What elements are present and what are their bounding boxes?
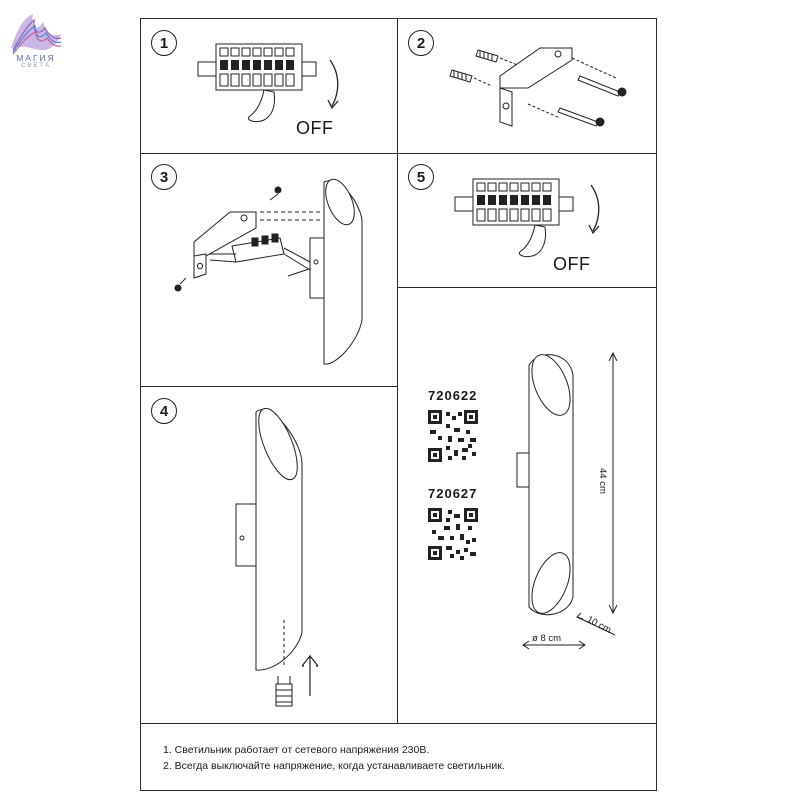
depth-dimension <box>576 612 616 636</box>
screw-icon <box>174 186 282 292</box>
step-4b-number: 4 <box>151 398 177 424</box>
step-1-number: 1 <box>151 30 177 56</box>
off-label-step-5: OFF <box>553 254 591 274</box>
hand-icon <box>519 224 546 258</box>
mounted-lamp-diagram <box>235 407 319 707</box>
divider <box>397 287 657 288</box>
width-dimension <box>522 640 586 650</box>
model-code-2: 720627 <box>428 486 478 501</box>
divider <box>140 723 657 724</box>
terminal-block-icon <box>209 233 311 271</box>
circuit-breaker-icon <box>454 178 600 258</box>
height-dimension <box>608 351 618 615</box>
up-arrow-icon <box>301 654 319 696</box>
diameter-dimension-label: ø 8 cm <box>532 633 562 644</box>
qr-code-icon[interactable] <box>428 410 478 462</box>
brand-subtitle: СВЕТА <box>21 63 51 69</box>
lamp-icon <box>309 178 363 365</box>
bracket-icon <box>499 47 573 127</box>
divider <box>140 153 657 154</box>
bracket-mounting-diagram <box>449 47 627 127</box>
rotation-arrow-icon <box>590 184 600 232</box>
step-3-number: 3 <box>151 164 177 190</box>
step-4-number: 5 <box>408 164 434 190</box>
divider <box>140 386 397 387</box>
bulb-icon <box>275 676 293 707</box>
safety-notes: 1. Светильник работает от сетевого напря… <box>163 742 505 774</box>
note-2: 2. Всегда выключайте напряжение, когда у… <box>163 760 505 772</box>
model-code-1: 720622 <box>428 388 478 403</box>
lamp-icon <box>516 354 574 616</box>
off-label-step-1: OFF <box>296 118 334 138</box>
step-2-number: 2 <box>408 30 434 56</box>
divider <box>397 18 398 723</box>
brand-name: МАГИЯ <box>16 53 56 63</box>
bracket-icon <box>193 211 257 279</box>
lamp-dimension-drawing <box>516 351 618 650</box>
rotation-arrow-icon <box>329 59 339 107</box>
note-1: 1. Светильник работает от сетевого напря… <box>163 744 430 756</box>
wall-plug-icon <box>449 49 499 83</box>
instruction-frame <box>140 18 657 791</box>
screw-icon <box>557 75 627 127</box>
hand-icon <box>248 89 275 123</box>
circuit-breaker-icon <box>197 43 339 123</box>
logo-icon <box>11 14 62 55</box>
lamp-icon <box>235 407 303 671</box>
wiring-diagram <box>174 178 363 365</box>
qr-code-icon[interactable] <box>428 508 478 560</box>
height-dimension-label: 44 cm <box>597 468 608 494</box>
